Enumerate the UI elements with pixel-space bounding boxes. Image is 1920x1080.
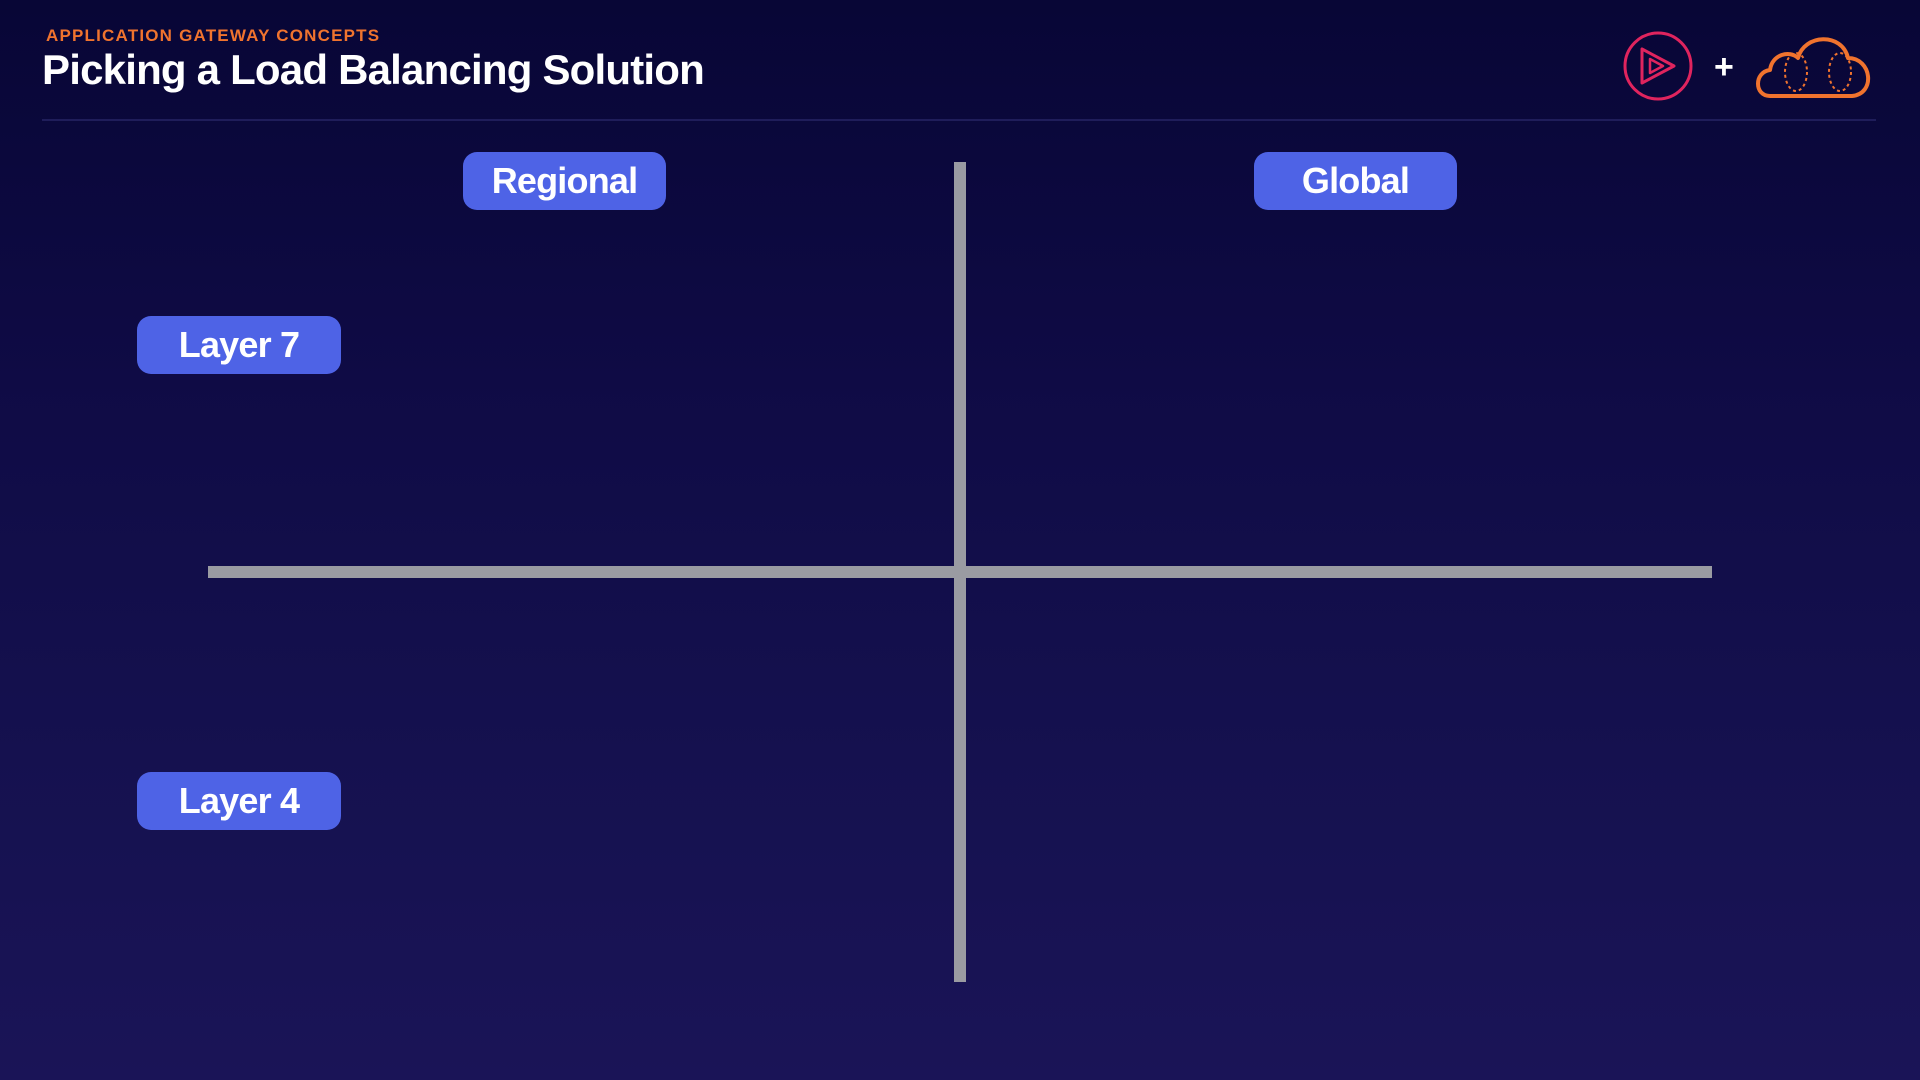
row-label-layer-7: Layer 7: [137, 316, 341, 374]
row-label-layer-4: Layer 4: [137, 772, 341, 830]
logo-group: [1620, 28, 1880, 108]
logos-plus-sign: +: [1714, 48, 1734, 86]
slide-title: Picking a Load Balancing Solution: [42, 46, 705, 93]
header-divider: [42, 119, 1876, 121]
horizontal-axis: [208, 566, 1712, 578]
cloud-logo-icon: [1756, 37, 1870, 98]
column-label-regional: Regional: [463, 152, 666, 210]
play-circle-logo-icon: [1623, 31, 1693, 101]
eyebrow-label: APPLICATION GATEWAY CONCEPTS: [46, 26, 381, 45]
column-label-global: Global: [1254, 152, 1457, 210]
